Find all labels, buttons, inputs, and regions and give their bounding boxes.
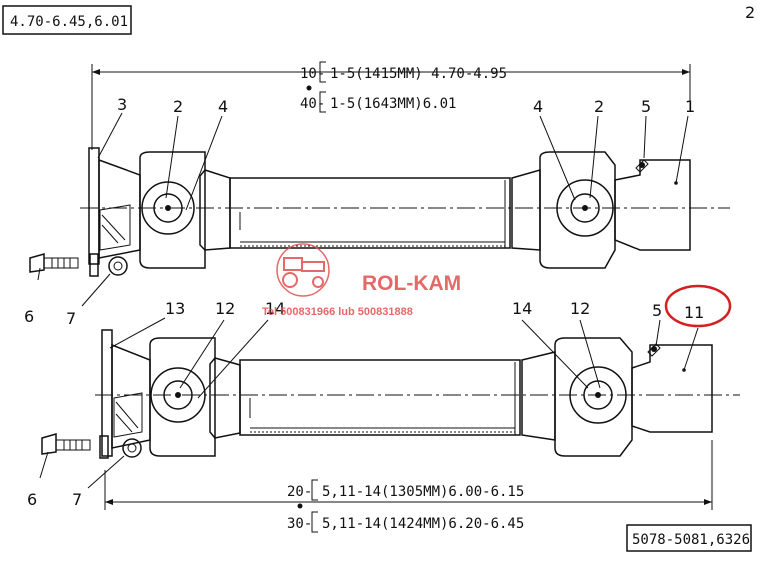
callout-4-left: 4	[218, 97, 228, 116]
callout-2-right: 2	[594, 97, 604, 116]
footer-ref-text: 5078-5081,6326	[632, 532, 750, 548]
page-number: 2	[745, 3, 755, 22]
bottom-bolt	[41, 433, 91, 455]
bottom-nut	[99, 435, 142, 459]
top-dimension: 10- 1-5(1415MM) 4.70-4.95 40- 1-5(1643MM…	[91, 61, 691, 150]
bottom-leaders	[39, 317, 699, 489]
bottom-dim-line-1: 5,11-14(1305MM)6.00-6.15	[322, 484, 524, 500]
callout-11: 11	[684, 303, 704, 322]
callout-7-bottom: 7	[72, 490, 82, 509]
top-dim-line-1: 1-5(1415MM) 4.70-4.95	[330, 66, 507, 82]
footer-ref-box: 5078-5081,6326	[626, 524, 752, 552]
bottom-callouts: 13 12 14 14 12 5 11 6 7	[27, 299, 704, 509]
top-leaders	[37, 112, 689, 307]
bottom-dimension: 20- 5,11-14(1305MM)6.00-6.15 30- 5,11-14…	[104, 440, 713, 533]
callout-12-right: 12	[570, 299, 590, 318]
watermark: ROL-KAM Tel 500831966 lub 500831888	[262, 243, 461, 318]
callout-6-top: 6	[24, 307, 34, 326]
callout-14-left: 14	[265, 299, 285, 318]
top-dim-line-2: 1-5(1643MM)6.01	[330, 96, 456, 112]
bottom-dim-prefix-1: 20-	[287, 484, 312, 500]
highlight-circle	[664, 284, 732, 328]
header-ref-box: 4.70-6.45,6.01	[2, 5, 132, 35]
top-dim-prefix-2: 40-	[300, 96, 325, 112]
callout-4-right: 4	[533, 97, 543, 116]
top-dim-prefix-1: 10-	[300, 66, 325, 82]
header-ref-text: 4.70-6.45,6.01	[10, 14, 128, 30]
top-bolt	[29, 253, 79, 273]
top-shaft	[29, 147, 730, 277]
callout-13: 13	[165, 299, 185, 318]
callout-1: 1	[685, 97, 695, 116]
top-nut	[89, 253, 128, 277]
bottom-dim-line-2: 5,11-14(1424MM)6.20-6.45	[322, 516, 524, 532]
callout-5-top: 5	[641, 97, 651, 116]
watermark-brand: ROL-KAM	[362, 272, 461, 295]
callout-12-left: 12	[215, 299, 235, 318]
bottom-shaft	[41, 329, 740, 459]
callout-2-left: 2	[173, 97, 183, 116]
callout-5-bottom: 5	[652, 301, 662, 320]
tractor-logo	[276, 243, 330, 297]
callout-6-bottom: 6	[27, 490, 37, 509]
bottom-dim-prefix-2: 30-	[287, 516, 312, 532]
top-callouts: 3 2 4 4 2 5 1 6 7	[24, 95, 695, 328]
callout-7-top: 7	[66, 309, 76, 328]
callout-3: 3	[117, 95, 127, 114]
callout-14-right: 14	[512, 299, 532, 318]
watermark-contact: Tel 500831966 lub 500831888	[262, 306, 413, 318]
